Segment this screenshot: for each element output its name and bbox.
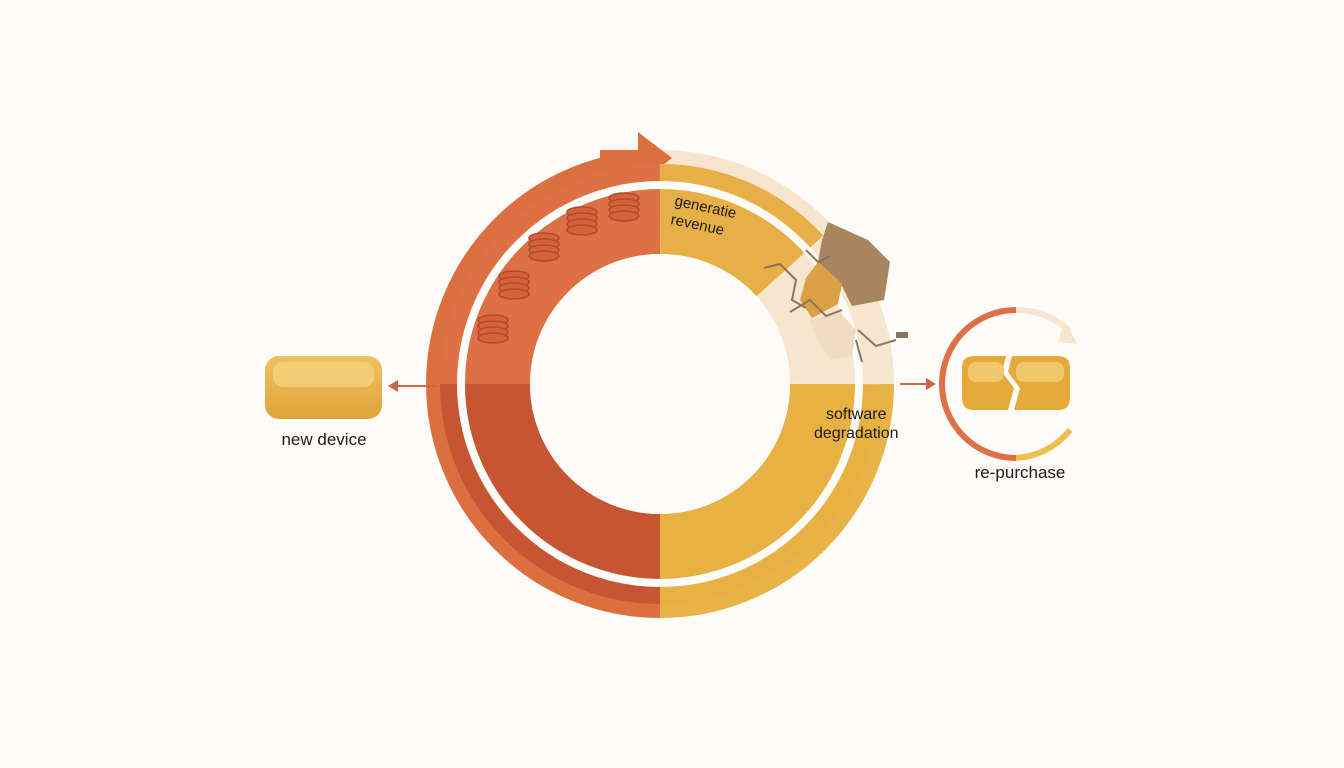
- coin-stack-icon: [566, 206, 598, 236]
- inner-ring-upper-right: [658, 163, 824, 298]
- broken-arc-icon: [763, 222, 908, 363]
- inner-ring: [440, 163, 881, 604]
- right-connector-arrow: [900, 378, 936, 390]
- degradation-label-line2: degradation: [814, 425, 899, 442]
- inner-ring-lower-left: [440, 382, 662, 604]
- coin-stacks: [477, 192, 640, 344]
- new-device: new device: [265, 356, 382, 449]
- ring-center: [530, 254, 790, 514]
- cycle-arrow-icon: [939, 306, 1078, 461]
- degradation-label-line1: software: [826, 406, 887, 423]
- left-connector-arrow: [388, 380, 436, 392]
- re-purchase-label: re-purchase: [975, 463, 1066, 482]
- new-device-label: new device: [281, 430, 366, 449]
- coin-stack-icon: [477, 314, 509, 344]
- broken-device-icon: [962, 356, 1070, 410]
- software-degradation-label: software degradation: [814, 406, 899, 442]
- device-icon: [265, 356, 382, 419]
- inner-ring-lower-right: [658, 382, 880, 604]
- re-purchase: re-purchase: [939, 306, 1078, 482]
- coin-stack-icon: [608, 192, 640, 222]
- coin-stack-icon: [528, 232, 560, 262]
- coin-stack-icon: [498, 270, 530, 300]
